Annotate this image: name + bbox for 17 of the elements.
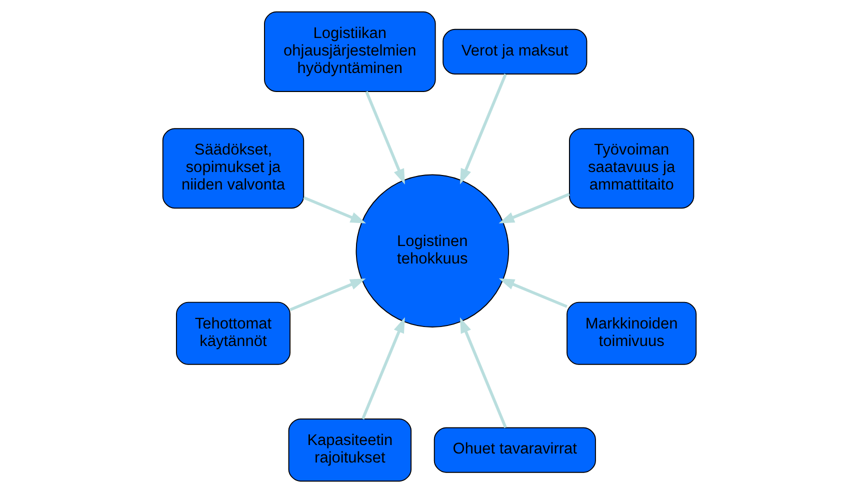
arrow [290,278,366,312]
arrow [498,278,568,308]
node-box: Kapasiteetin rajoitukset [288,418,412,482]
arrow [460,74,507,184]
arrow [460,317,507,428]
node-circle: Logistinen tehokkuus [356,174,510,328]
arrow [498,192,570,224]
node-box: Logistiikan ohjausjärjestelmien hyödyntäminen [264,11,436,92]
node-box: Työvoiman saatavuus ja ammattitaito [568,128,694,209]
arrow [303,196,366,224]
node-box: Markkinoiden toimivuus [566,302,697,365]
node-box: Ohuet tavaravirrat [434,427,596,473]
node-box: Säädökset, sopimukset ja niiden valvonta [162,128,304,209]
node-box: Verot ja maksut [442,28,588,74]
node-box: Tehottomat käytännöt [176,302,290,365]
arrow [361,317,405,420]
arrow [365,90,405,185]
